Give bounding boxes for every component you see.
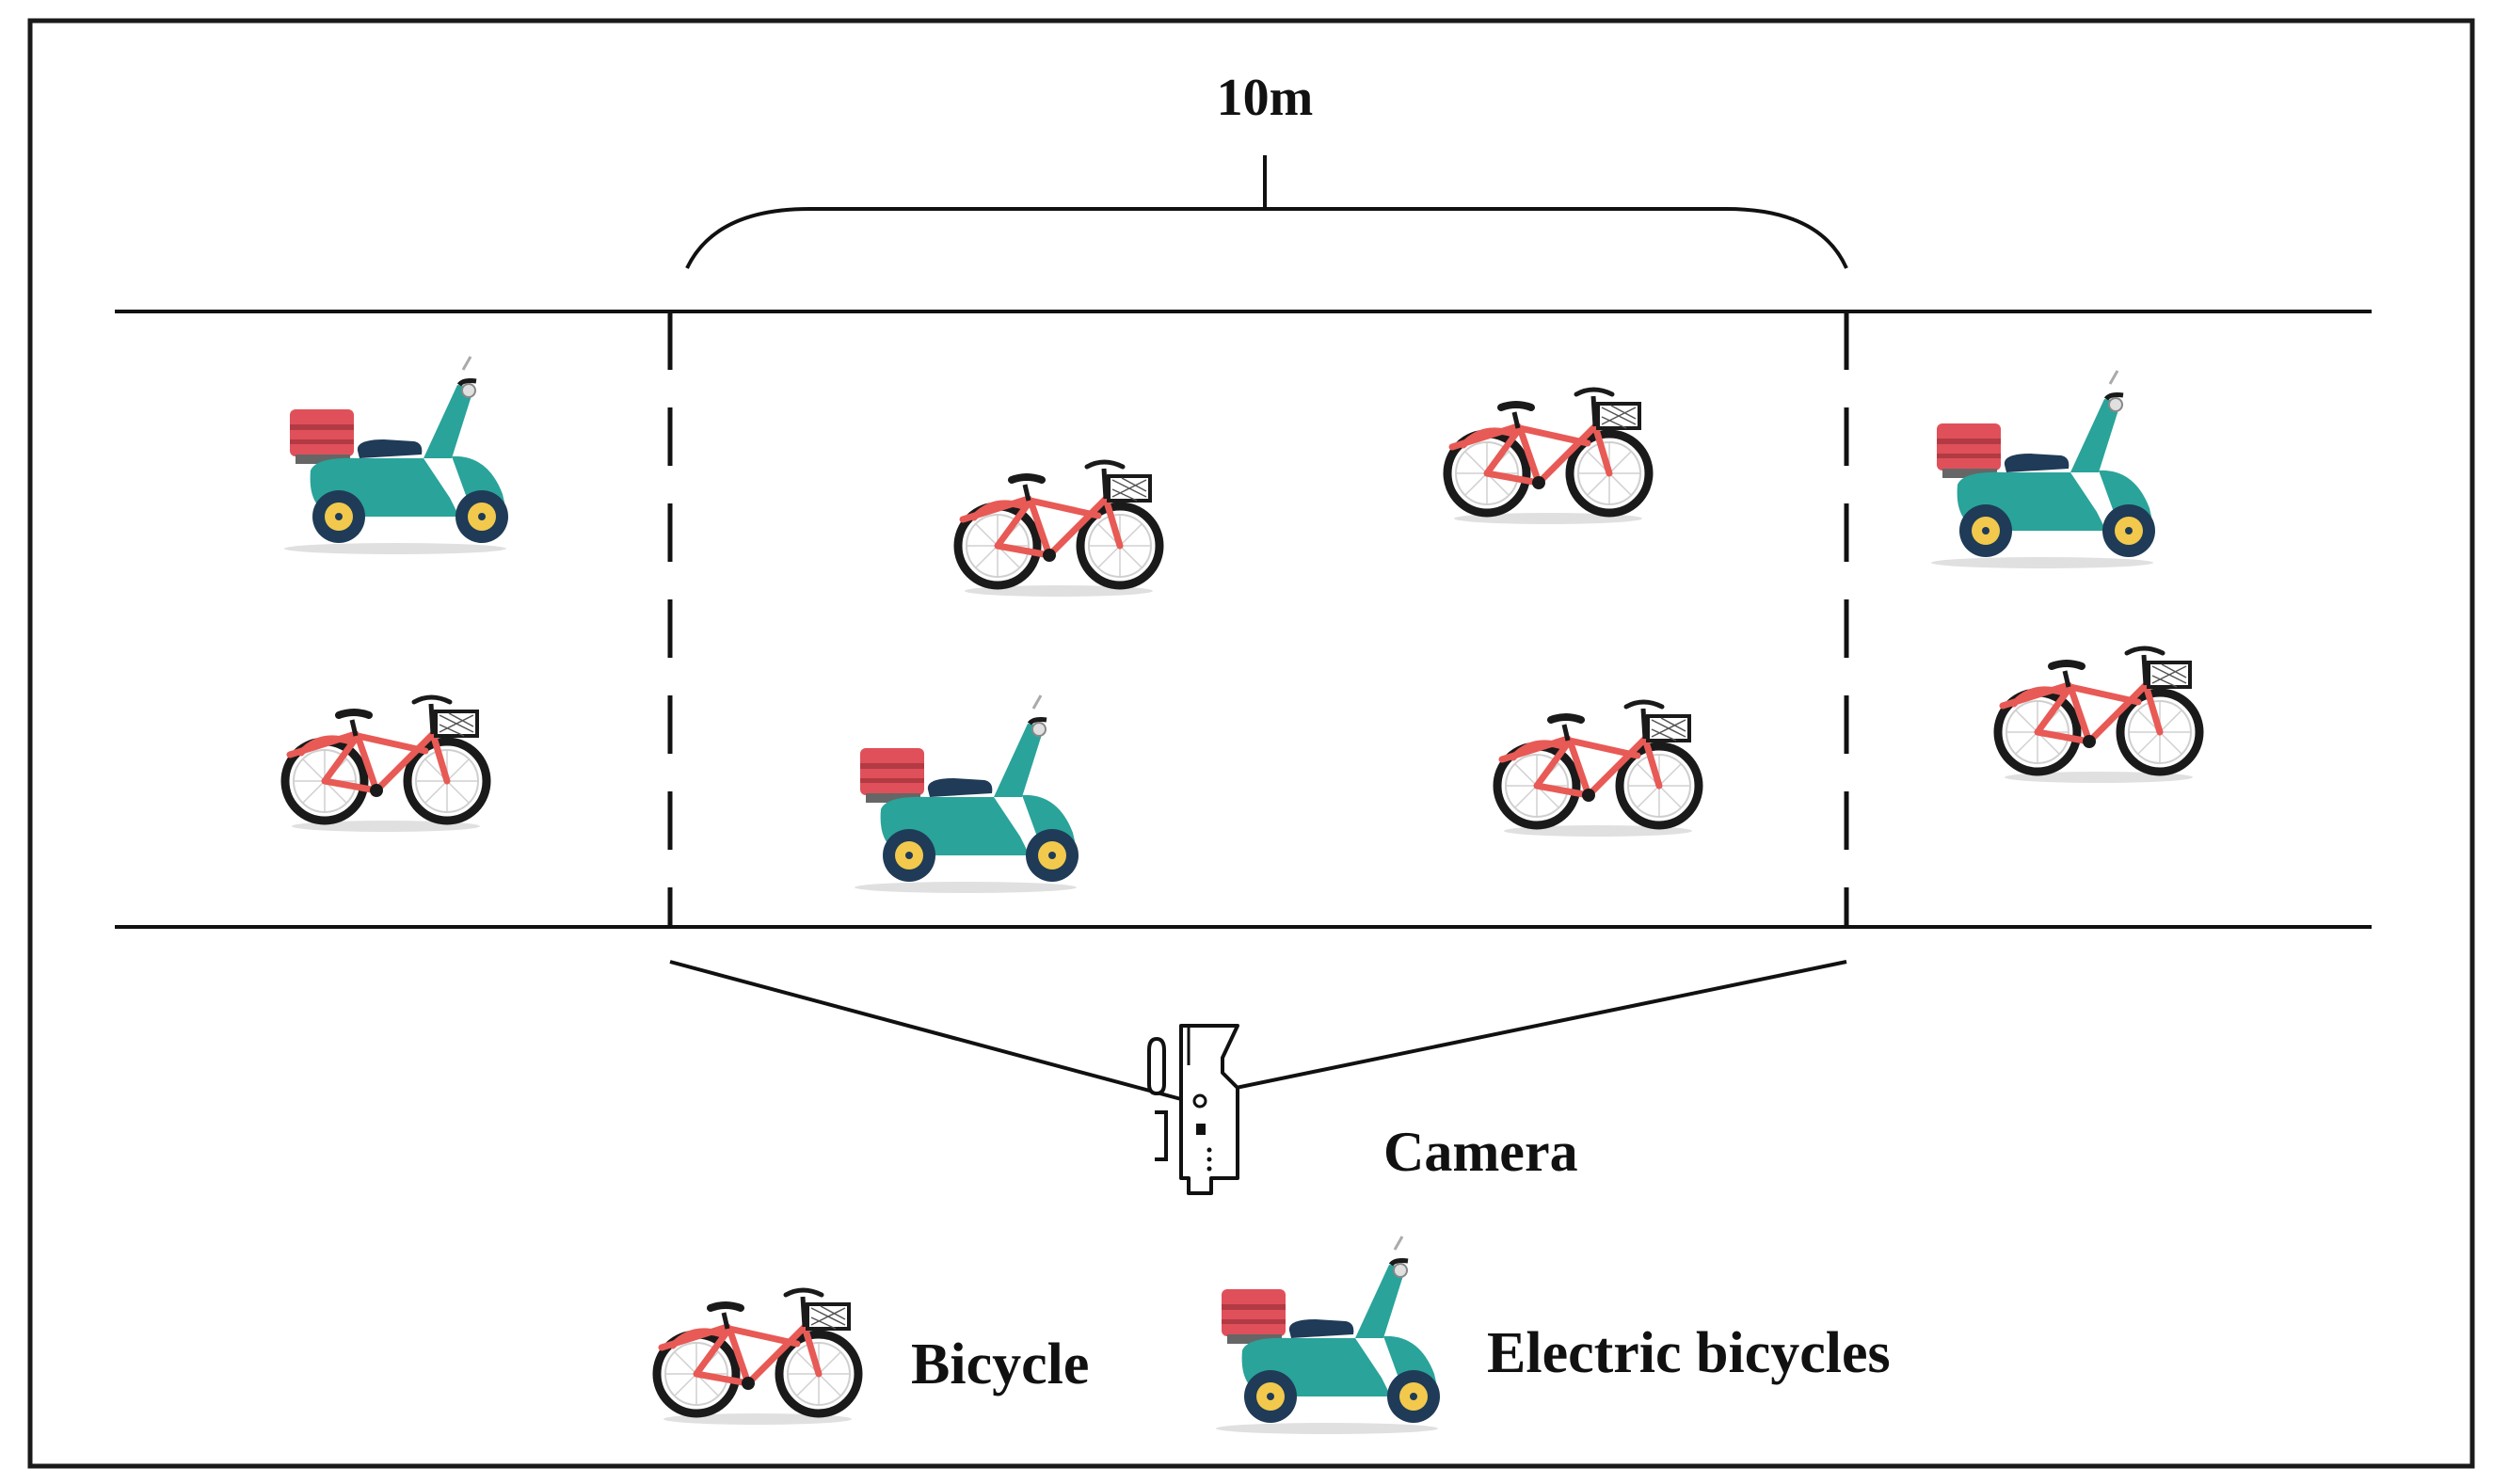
legend-bicycle-label: Bicycle — [911, 1332, 1089, 1396]
legend: Bicycle Electric bicycles — [657, 1237, 1891, 1434]
distance-label: 10m — [1217, 69, 1314, 127]
camera-view-line-left — [669, 960, 1182, 1101]
legend-ebike-label: Electric bicycles — [1487, 1321, 1891, 1385]
distance-brace — [685, 207, 1848, 269]
camera-label: Camera — [1383, 1121, 1578, 1183]
camera-view-line-right — [1180, 960, 1847, 1101]
